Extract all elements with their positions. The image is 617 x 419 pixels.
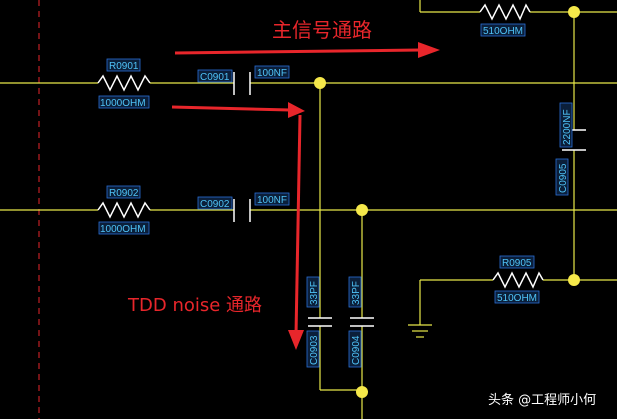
c0902-ref: C0902 <box>200 199 230 210</box>
junctions <box>314 6 580 398</box>
tdd-noise-arrow <box>171 102 305 350</box>
capacitor-c0903 <box>308 317 332 327</box>
resistor-r0905 <box>492 271 544 289</box>
r-top-value: 510OHM <box>483 26 523 37</box>
junction-dot <box>314 77 326 89</box>
c0901-ref: C0901 <box>200 72 230 83</box>
main-signal-label: 主信号通路 <box>272 18 372 42</box>
c0902-value: 100NF <box>257 195 287 206</box>
r0905-ref: R0905 <box>502 258 532 269</box>
capacitor-c0902 <box>233 199 251 222</box>
main-signal-arrow <box>174 42 440 58</box>
r0905-value: 510OHM <box>497 293 537 304</box>
junction-dot <box>568 6 580 18</box>
junction-dot <box>568 274 580 286</box>
r0902-ref: R0902 <box>109 188 139 199</box>
c0905-value: 2200NF <box>562 109 573 145</box>
c0905-ref: C0905 <box>558 163 569 193</box>
resistor-top <box>479 3 531 21</box>
junction-dot <box>356 204 368 216</box>
capacitor-c0904 <box>350 317 374 327</box>
resistor-r0901 <box>97 74 151 92</box>
junction-dot <box>356 386 368 398</box>
c0903-value: 33PF <box>309 281 320 305</box>
c0904-ref: C0904 <box>351 335 362 365</box>
r0902-value: 1000OHM <box>100 224 146 235</box>
capacitor-c0901 <box>233 72 251 95</box>
ground-icon <box>408 324 432 338</box>
tdd-noise-label: TDD noise 通路 <box>127 295 262 316</box>
c0904-value: 33PF <box>351 281 362 305</box>
resistor-r0902 <box>97 201 151 219</box>
c0901-value: 100NF <box>257 68 287 79</box>
r0901-ref: R0901 <box>109 61 139 72</box>
r0901-value: 1000OHM <box>100 98 146 109</box>
watermark-text: 头条 @工程师小何 <box>488 392 596 408</box>
c0903-ref: C0903 <box>309 335 320 365</box>
